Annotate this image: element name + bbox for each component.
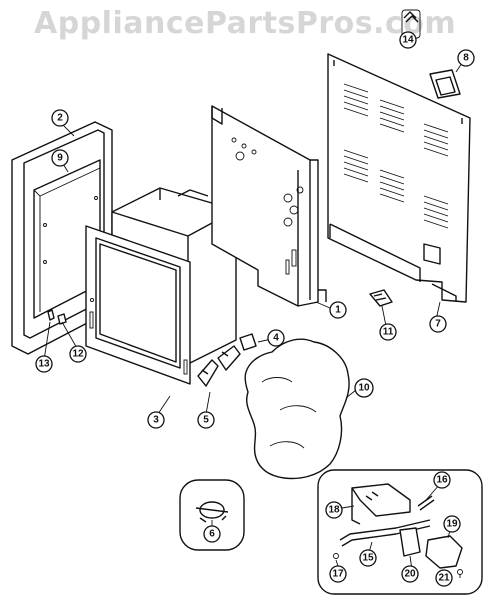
callout-2: 2 [51,109,69,127]
callout-13-label: 13 [38,359,50,370]
callout-6: 6 [203,525,221,543]
callout-2-label: 2 [57,113,63,124]
callout-13: 13 [35,355,53,373]
callout-14: 14 [399,31,417,49]
callout-15-label: 15 [362,553,374,564]
callout-19-label: 19 [446,519,458,530]
callout-21-label: 21 [438,573,450,584]
callout-6-label: 6 [209,529,215,540]
callout-12: 12 [69,345,87,363]
fastener-parts [47,309,67,325]
callout-10: 10 [354,378,374,398]
callout-17: 17 [329,565,347,583]
callout-16: 16 [433,471,451,489]
callout-1: 1 [329,301,347,319]
callout-21: 21 [435,569,453,587]
callout-7-label: 7 [435,319,441,330]
callout-1-label: 1 [335,305,341,316]
callout-3-label: 3 [153,415,159,426]
callout-9-label: 9 [57,153,63,164]
callout-5-label: 5 [203,415,209,426]
callout-15: 15 [359,549,377,567]
callout-10-label: 10 [358,383,370,394]
small-bracket [369,289,393,307]
callout-20: 20 [401,565,419,583]
callout-11: 11 [379,323,397,341]
callout-14-label: 14 [402,35,414,46]
callout-16-label: 16 [436,475,448,486]
callout-9: 9 [51,149,69,167]
thermostat-inset [179,479,245,551]
side-panel [211,105,327,307]
callout-17-label: 17 [332,569,344,580]
watermark-text: AppliancePartsPros.com [34,6,457,41]
callout-3: 3 [147,411,165,429]
callout-18-label: 18 [328,505,340,516]
hinge-receivers [197,345,241,387]
callout-8: 8 [457,49,475,67]
rear-panel [327,53,471,303]
callout-4: 4 [267,329,285,347]
square-bracket [429,69,461,99]
callout-4-label: 4 [273,333,279,344]
callout-18: 18 [325,501,343,519]
callout-12-label: 12 [72,349,84,360]
callout-20-label: 20 [404,569,416,580]
callout-19: 19 [443,515,461,533]
oven-cavity [85,187,237,385]
callout-11-label: 11 [383,327,394,338]
insulation-blanket [244,338,350,480]
callout-5: 5 [197,411,215,429]
callout-8-label: 8 [463,53,469,64]
latch-assembly-inset [317,469,483,595]
tab-part [239,333,257,351]
callout-7: 7 [429,315,447,333]
